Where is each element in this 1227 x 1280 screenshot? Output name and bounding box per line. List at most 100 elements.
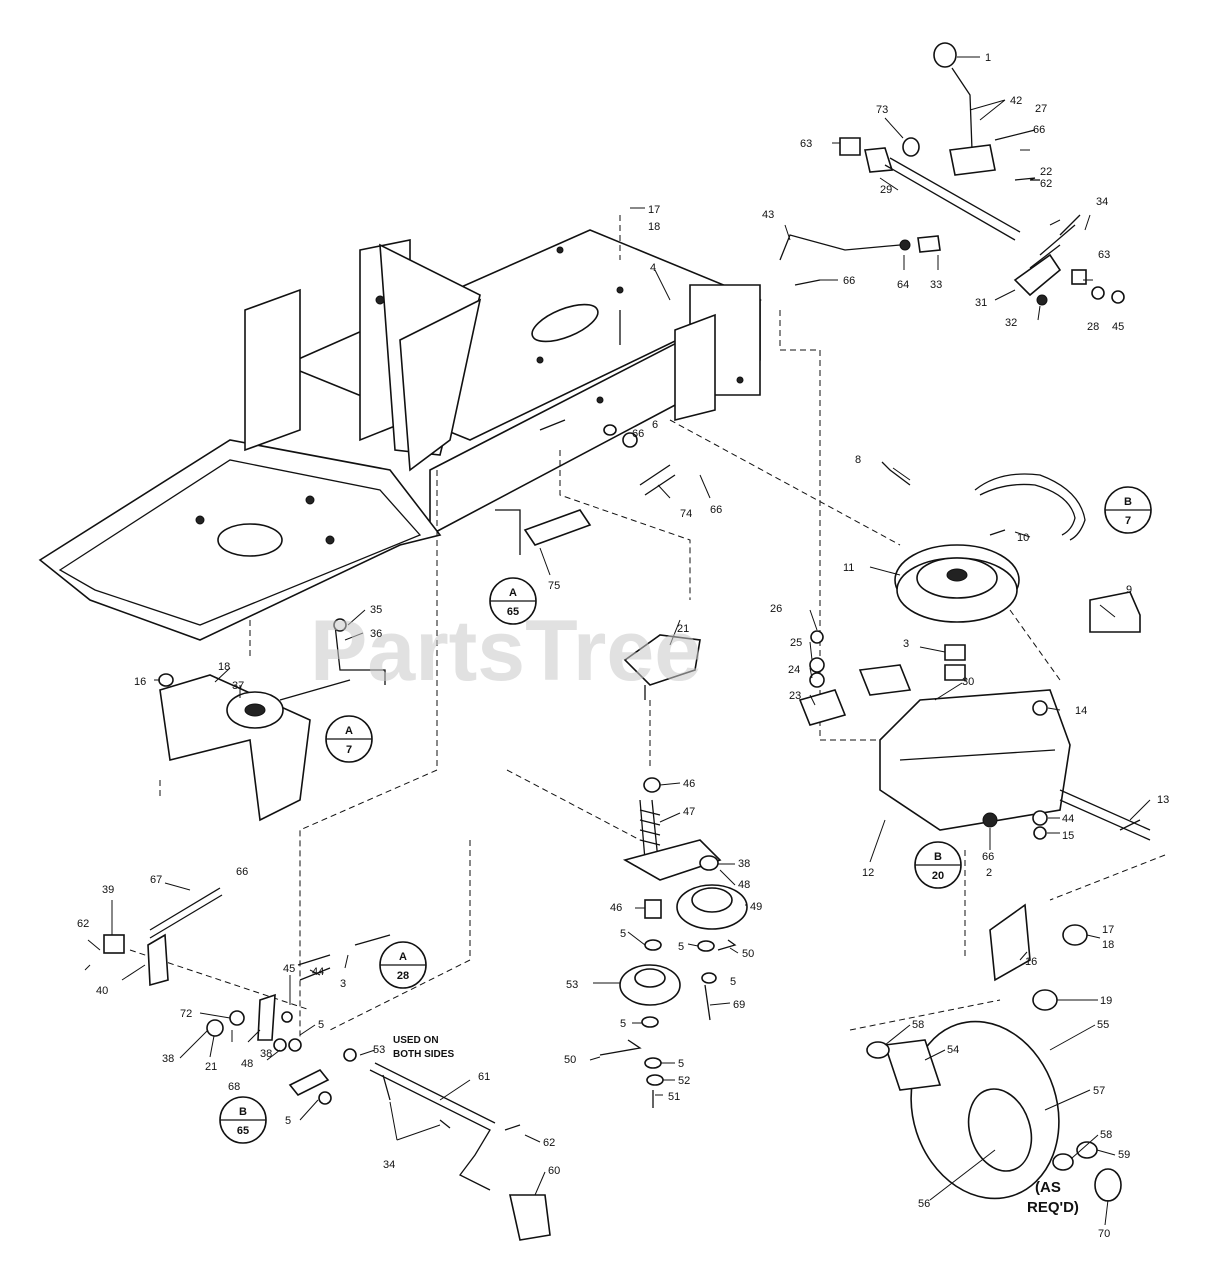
callout: 54 <box>947 1044 959 1056</box>
callout: 40 <box>96 985 108 997</box>
rear-bracket <box>158 310 676 822</box>
callout: 5 <box>620 928 626 940</box>
callout: 1 <box>985 52 991 64</box>
svg-text:20: 20 <box>932 870 944 882</box>
svg-text:28: 28 <box>397 970 409 982</box>
callout: 10 <box>1017 532 1029 544</box>
reference-circle: A 28 <box>379 941 427 989</box>
callout: 5 <box>678 941 684 953</box>
callout: 11 <box>843 562 854 574</box>
callout: 5 <box>620 1018 626 1030</box>
callout: 68 <box>228 1081 240 1093</box>
note-used-on-both-sides-1: USED ON <box>393 1035 439 1046</box>
callout: 19 <box>1100 995 1112 1007</box>
callout: 43 <box>762 209 774 221</box>
callout: 69 <box>733 999 745 1011</box>
callout: 18 <box>218 661 230 673</box>
callout: 51 <box>668 1091 680 1103</box>
callout: 58 <box>912 1019 924 1031</box>
callout: 50 <box>564 1054 576 1066</box>
callout: 21 <box>205 1061 217 1073</box>
callout: 75 <box>548 580 560 592</box>
callout: 14 <box>1075 705 1087 717</box>
shift-linkage <box>779 42 1125 306</box>
callout: 27 <box>1035 103 1047 115</box>
callout: 34 <box>1096 196 1108 208</box>
callout: 66 <box>1033 124 1045 136</box>
callout: 33 <box>930 279 942 291</box>
callout: 5 <box>678 1058 684 1070</box>
callout: 29 <box>880 184 892 196</box>
callout: 39 <box>102 884 114 896</box>
idler-assembly <box>599 634 748 1108</box>
callout: 66 <box>843 275 855 287</box>
callout: 44 <box>312 966 324 978</box>
callout: 26 <box>770 603 782 615</box>
callout: 53 <box>566 979 578 991</box>
chassis-frame <box>38 229 762 641</box>
callout: 15 <box>1062 830 1074 842</box>
callout: 31 <box>975 297 987 309</box>
callout: 5 <box>285 1115 291 1127</box>
callout: 58 <box>1100 1129 1112 1141</box>
callout: 70 <box>1098 1228 1110 1240</box>
callout: 34 <box>383 1159 395 1171</box>
reference-circle: B 65 <box>219 1096 267 1144</box>
callout: 63 <box>800 138 812 150</box>
callout: 62 <box>77 918 89 930</box>
callout: 66 <box>710 504 722 516</box>
leader-lines <box>84 56 1151 1226</box>
callout: 28 <box>1087 321 1099 333</box>
callout: 52 <box>678 1075 690 1087</box>
callout: 63 <box>1098 249 1110 261</box>
callout: 16 <box>134 676 146 688</box>
callout: 18 <box>648 221 660 233</box>
callout: 48 <box>738 879 750 891</box>
callout: 73 <box>876 104 888 116</box>
callout: 36 <box>370 628 382 640</box>
callout-labels: 1 42 73 27 66 63 22 29 62 34 43 66 64 33… <box>77 52 1169 1240</box>
callout: 23 <box>789 690 801 702</box>
callout: 53 <box>373 1044 385 1056</box>
note-used-on-both-sides-2: BOTH SIDES <box>393 1049 454 1060</box>
callout: 60 <box>548 1165 560 1177</box>
callout: 42 <box>1010 95 1022 107</box>
callout: 49 <box>750 901 762 913</box>
callout: 30 <box>962 676 974 688</box>
callout: 46 <box>610 902 622 914</box>
watermark: PartsTree <box>310 603 702 699</box>
callout: 59 <box>1118 1149 1130 1161</box>
callout: 50 <box>742 948 754 960</box>
callout: 48 <box>241 1058 253 1070</box>
callout: 21 <box>677 623 689 635</box>
callout: 61 <box>478 1071 490 1083</box>
callout: 45 <box>1112 321 1124 333</box>
svg-text:B: B <box>934 851 942 863</box>
callout: 12 <box>862 867 874 879</box>
reference-circle: B 20 <box>914 841 962 889</box>
callout: 74 <box>680 508 692 520</box>
callout: 8 <box>855 454 861 466</box>
reference-circle: A 7 <box>325 715 373 763</box>
callout: 47 <box>683 806 695 818</box>
callout: 9 <box>1126 584 1132 596</box>
callout: 66 <box>982 851 994 863</box>
svg-text:A: A <box>509 587 517 599</box>
callout: 3 <box>903 638 909 650</box>
callout: 32 <box>1005 317 1017 329</box>
callout: 24 <box>788 664 800 676</box>
callout: 16 <box>1025 956 1037 968</box>
callout: 66 <box>632 428 644 440</box>
callout: 6 <box>652 419 658 431</box>
assembly-lines <box>129 215 1166 1040</box>
callout: 25 <box>790 637 802 649</box>
callout: 56 <box>918 1198 930 1210</box>
svg-text:A: A <box>345 725 353 737</box>
svg-text:B: B <box>1124 496 1132 508</box>
callout: 66 <box>236 866 248 878</box>
reference-circle: B 7 <box>1104 486 1152 534</box>
callout: 17 <box>648 204 660 216</box>
reference-circles: B 7 A 65 A 7 B 20 A 28 <box>219 486 1152 1144</box>
svg-text:7: 7 <box>346 744 352 756</box>
